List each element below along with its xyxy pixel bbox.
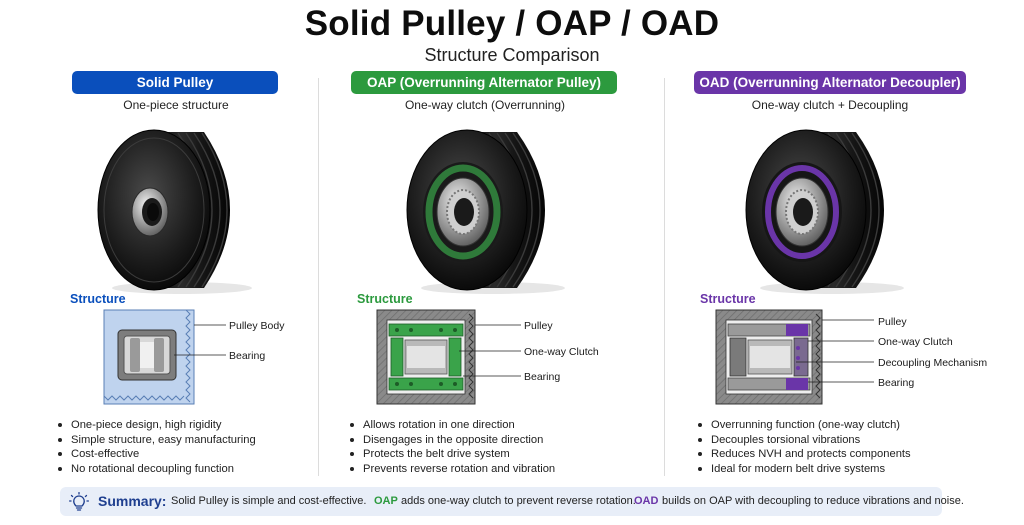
summary-oap-term: OAP	[374, 495, 398, 507]
solid-structure-heading: Structure	[70, 292, 126, 306]
summary-oad-term: OAD	[634, 495, 659, 507]
oad-structure-heading: Structure	[700, 292, 756, 306]
list-item: Ideal for modern belt drive systems	[698, 462, 911, 477]
list-item: Prevents reverse rotation and vibration	[350, 462, 555, 477]
column-divider	[664, 78, 665, 476]
list-item: Overrunning function (one-way clutch)	[698, 418, 911, 433]
oad-pulley-image	[745, 129, 904, 294]
oad-column: OAD (Overrunning Alternator Decoupler) O…	[682, 70, 1002, 480]
solid-features-list: One-piece design, high rigidity Simple s…	[58, 418, 256, 476]
oap-structure-diagram	[376, 309, 521, 405]
bearing-callout: Bearing	[878, 377, 915, 389]
one-way-clutch-callout: One-way Clutch	[524, 346, 599, 358]
summary-bar: Summary: Solid Pulley is simple and cost…	[60, 487, 964, 516]
oad-structure-diagram	[715, 309, 874, 405]
bearing-callout: Bearing	[524, 371, 561, 383]
oad-features-list: Overrunning function (one-way clutch) De…	[698, 418, 911, 476]
lightbulb-icon	[69, 492, 89, 511]
list-item: Cost-effective	[58, 447, 256, 462]
one-way-clutch-callout: One-way Clutch	[878, 336, 953, 348]
pulley-callout: Pulley	[878, 316, 907, 328]
oap-description: One-way clutch (Overrunning)	[404, 98, 566, 112]
list-item: No rotational decoupling function	[58, 462, 256, 477]
list-item: Simple structure, easy manufacturing	[58, 433, 256, 448]
list-item: Protects the belt drive system	[350, 447, 555, 462]
oap-features-list: Allows rotation in one direction Disenga…	[350, 418, 555, 476]
bearing-callout: Bearing	[229, 350, 266, 362]
oad-pill: OAD (Overrunning Alternator Decoupler)	[694, 71, 966, 94]
solid-pulley-pill: Solid Pulley	[72, 71, 278, 94]
summary-label: Summary:	[98, 493, 167, 509]
oap-pill: OAP (Overrunning Alternator Pulley)	[351, 71, 617, 94]
oad-description: One-way clutch + Decoupling	[751, 98, 909, 112]
solid-structure-diagram	[103, 309, 226, 405]
list-item: One-piece design, high rigidity	[58, 418, 256, 433]
pulley-body-callout: Pulley Body	[229, 320, 285, 332]
summary-solid-text: Solid Pulley is simple and cost-effectiv…	[171, 495, 367, 507]
oap-structure-heading: Structure	[357, 292, 413, 306]
list-item: Disengages in the opposite direction	[350, 433, 555, 448]
list-item: Allows rotation in one direction	[350, 418, 555, 433]
solid-pulley-column: Solid Pulley One-piece structure Structu…	[26, 70, 326, 480]
solid-pulley-description: One-piece structure	[123, 98, 229, 112]
column-divider	[318, 78, 319, 476]
page-title: Solid Pulley / OAP / OAD	[304, 4, 720, 43]
solid-pulley-image	[97, 129, 252, 294]
oap-column: OAP (Overrunning Alternator Pulley) One-…	[337, 70, 657, 480]
page-subtitle: Structure Comparison	[424, 45, 600, 65]
decoupling-mechanism-callout: Decoupling Mechanism	[878, 357, 988, 369]
summary-oad-text: builds on OAP with decoupling to reduce …	[662, 495, 964, 507]
pulley-callout: Pulley	[524, 320, 553, 332]
oap-pulley-image	[406, 129, 565, 294]
list-item: Decouples torsional vibrations	[698, 433, 911, 448]
list-item: Reduces NVH and protects components	[698, 447, 911, 462]
summary-oap-text: adds one-way clutch to prevent reverse r…	[401, 495, 636, 507]
